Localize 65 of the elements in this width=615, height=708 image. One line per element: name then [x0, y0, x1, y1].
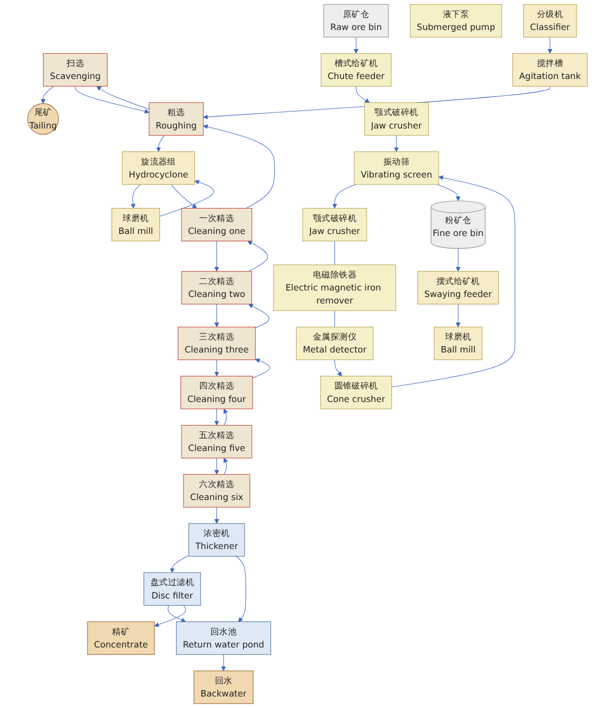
node-box: 原矿仓 Raw ore bin	[324, 4, 389, 38]
arrow	[214, 506, 220, 524]
arrow	[252, 358, 270, 378]
node-box: 圆锥破碎机 Cone crusher	[320, 376, 392, 410]
arrow	[130, 184, 141, 208]
arrow	[159, 180, 214, 217]
arrow	[214, 304, 220, 328]
node-box: 二次精选 Cleaning two	[181, 271, 252, 304]
arrow	[154, 605, 186, 627]
arrow	[168, 605, 186, 622]
arrow	[437, 184, 461, 202]
arrow	[354, 36, 358, 54]
arrow	[236, 556, 246, 622]
arrow	[156, 135, 165, 152]
arrow	[248, 304, 270, 328]
node-box: 扫选 Scavenging	[43, 53, 108, 86]
node-box: 浓密机 Thickener	[188, 523, 245, 557]
arrow	[40, 86, 54, 104]
arrow	[394, 135, 399, 152]
node-box: 槽式给矿机 Chute feeder	[320, 53, 392, 86]
node-box: 液下泵 Submerged pump	[410, 4, 502, 38]
arrow	[224, 408, 228, 426]
arrow	[332, 184, 356, 208]
node-box: 一次精选 Cleaning one	[181, 208, 252, 242]
node-box: 颚式破碎机 Jaw crusher	[364, 102, 429, 136]
node-box: 球磨机 Ball mill	[112, 208, 160, 242]
arrow	[247, 240, 268, 272]
node-box: 六次精选 Cleaning six	[183, 474, 250, 508]
arrow	[548, 36, 552, 54]
arrow	[75, 86, 150, 114]
connector	[334, 310, 335, 328]
arrow	[334, 360, 342, 376]
arrow	[170, 184, 197, 208]
node-box: 五次精选 Cleaning five	[181, 425, 252, 458]
node-box: 摆式给矿机 Swaying feeder	[417, 271, 499, 304]
arrow	[203, 124, 275, 209]
arrow	[214, 240, 220, 272]
node-box: 盘式过滤机 Disc filter	[144, 572, 201, 606]
arrow	[170, 555, 190, 573]
arrow	[214, 360, 220, 376]
node-box: 搅拌槽 Agitation tank	[512, 53, 588, 86]
node-box: 粗选 Roughing	[148, 102, 204, 136]
arrow	[456, 304, 461, 328]
node-box: 金属探测仪 Metal detector	[296, 326, 374, 360]
node-box: 电磁除铁器 Electric magnetic iron remover	[273, 264, 396, 311]
node-box: 回水池 Return water pond	[176, 622, 272, 655]
node-box: 回水 Backwater	[194, 670, 254, 704]
arrow	[356, 86, 370, 103]
node-box: 振动筛 Vibrating screen	[354, 151, 439, 185]
connector	[334, 240, 335, 266]
node-circle: 尾矿 Tailing	[27, 103, 59, 135]
arrow	[214, 458, 220, 475]
node-box: 分级机 Classifier	[523, 4, 577, 38]
arrow	[456, 248, 461, 272]
node-box: 四次精选 Cleaning four	[180, 376, 253, 410]
node-box: 颚式破碎机 Jaw crusher	[302, 208, 367, 242]
node-box: 旋流器组 Hydrocyclone	[122, 151, 196, 185]
node-box: 三次精选 Cleaning three	[178, 326, 256, 360]
node-box: 球磨机 Ball mill	[434, 326, 482, 360]
arrow	[224, 458, 228, 475]
node-box: 精矿 Concentrate	[87, 622, 155, 655]
arrow	[96, 86, 150, 110]
arrow	[214, 408, 220, 426]
arrow	[391, 175, 516, 388]
arrow	[221, 654, 226, 672]
